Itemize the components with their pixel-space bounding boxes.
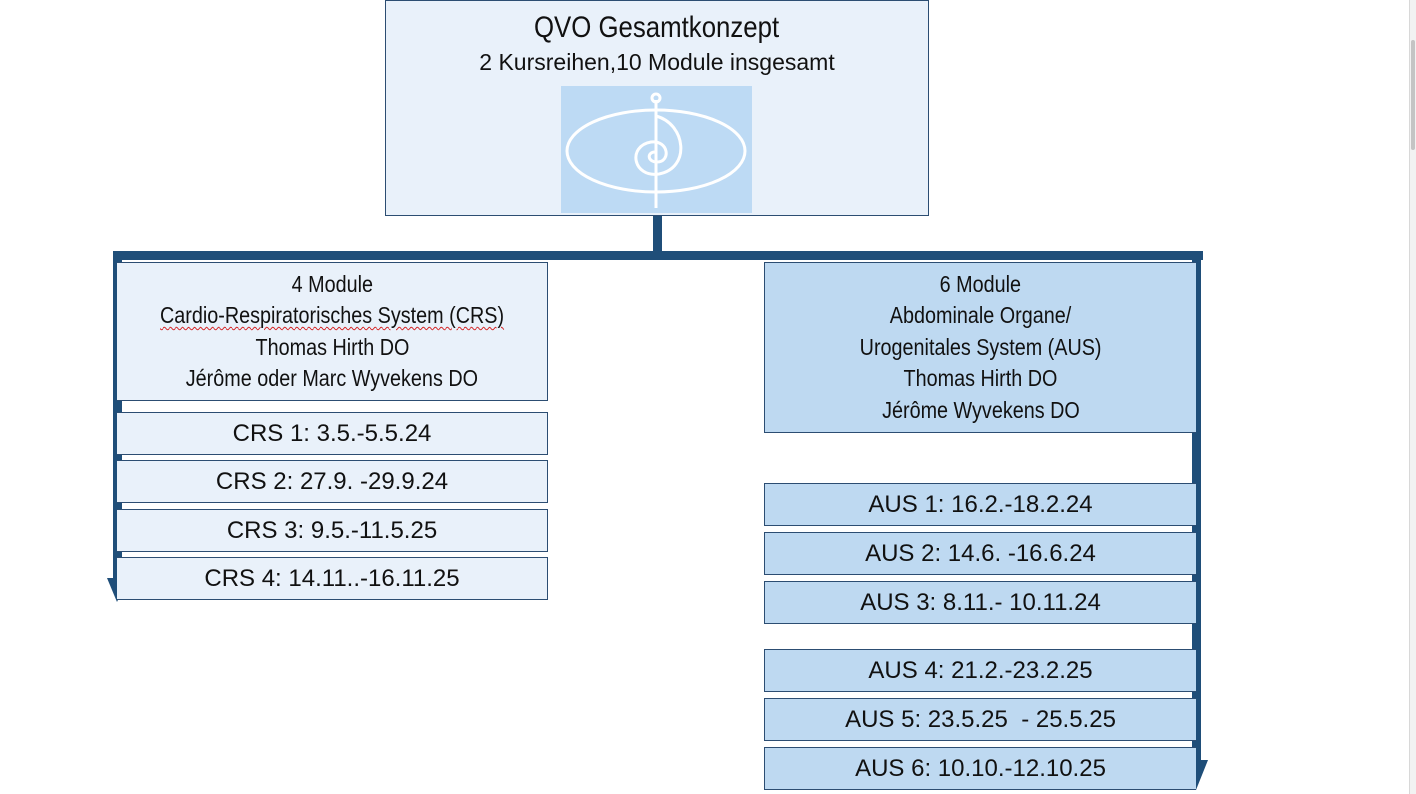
aus-system-name-2: Urogenitales System (AUS): [859, 333, 1102, 360]
aus-lecturer-1: Thomas Hirth DO: [903, 365, 1058, 392]
aus-module-6: AUS 6: 10.10.-12.10.25: [764, 747, 1196, 790]
aus-system-name-1: Abdominale Organe/: [889, 302, 1072, 329]
aus-module-4: AUS 4: 21.2.-23.2.25: [764, 649, 1196, 692]
aus-module-3: AUS 3: 8.11.- 10.11.24: [764, 581, 1196, 624]
crs-system-name: Cardio-Respiratorisches System (CRS): [160, 300, 504, 332]
crs-module-1: CRS 1: 3.5.-5.5.24: [117, 412, 548, 455]
concept-subtitle: 2 Kursreihen,10 Module insgesamt: [479, 49, 835, 75]
crs-lecturer-2: Jérôme oder Marc Wyvekens DO: [185, 365, 479, 391]
aus-module-2: AUS 2: 14.6. -16.6.24: [764, 532, 1196, 575]
crs-lecturer-1: Thomas Hirth DO: [255, 333, 409, 360]
concept-title: QVO Gesamtkonzept: [534, 11, 780, 44]
aus-module-1: AUS 1: 16.2.-18.2.24: [764, 483, 1196, 526]
aus-lecturer-2: Jérôme Wyvekens DO: [881, 396, 1080, 423]
aus-module-count: 6 Module: [939, 270, 1022, 297]
connector-vertical-top: [653, 216, 662, 256]
crs-system-name-part: Cardio-Respiratorisches System (CRS): [159, 302, 505, 328]
connector-horizontal: [113, 251, 1203, 260]
aus-module-5: AUS 5: 23.5.25 - 25.5.25: [764, 698, 1196, 741]
crs-module-count: 4 Module: [291, 270, 373, 297]
concept-box: QVO Gesamtkonzept 2 Kursreihen,10 Module…: [385, 0, 929, 216]
crs-module-4: CRS 4: 14.11..-16.11.25: [117, 557, 548, 600]
scrollbar-thumb[interactable]: [1411, 40, 1415, 150]
crs-header-box: 4 Module Cardio-Respiratorisches System …: [117, 262, 548, 401]
aus-header-box: 6 Module Abdominale Organe/ Urogenitales…: [764, 262, 1196, 433]
vertical-scrollbar[interactable]: [1409, 0, 1416, 794]
crs-module-2: CRS 2: 27.9. -29.9.24: [117, 460, 548, 503]
crs-module-3: CRS 3: 9.5.-11.5.25: [117, 509, 548, 552]
spiral-ellipse-logo-icon: [561, 86, 752, 213]
